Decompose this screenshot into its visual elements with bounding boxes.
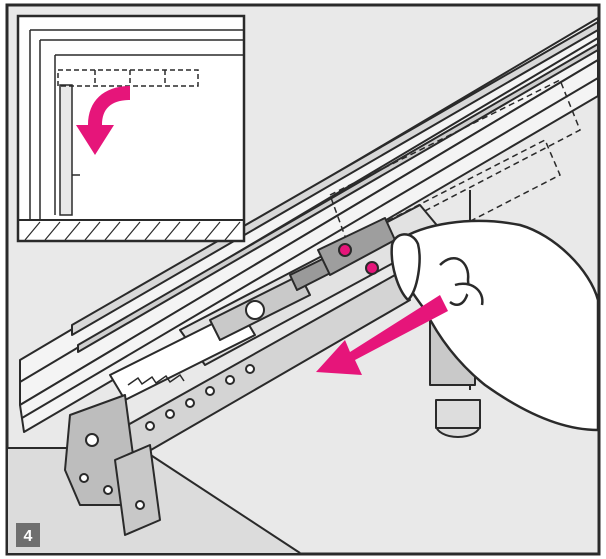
- door-rail: [19, 17, 599, 433]
- wall-edge: [139, 447, 301, 554]
- inset-ceiling-hatch: [18, 219, 244, 241]
- hand: [390, 219, 600, 432]
- step-number: 4: [24, 528, 33, 545]
- detail-inset: [16, 14, 246, 243]
- curved-arrow-down-icon: [76, 86, 130, 155]
- arrow-left-down-icon: [316, 295, 448, 375]
- inset-trolley-outline: [57, 69, 199, 87]
- step-badge: [16, 523, 40, 547]
- slider-teeth: [127, 373, 185, 386]
- door-bracket: [64, 394, 161, 536]
